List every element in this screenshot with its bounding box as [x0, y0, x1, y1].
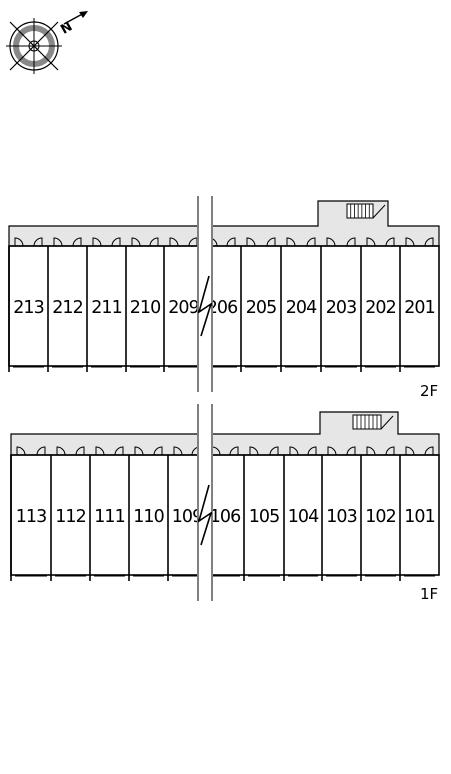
- unit-number: 113: [16, 507, 46, 527]
- door-icon: [14, 237, 43, 247]
- unit-number: 202: [365, 298, 395, 318]
- break-line-icon: [197, 404, 213, 601]
- unit-number: 106: [210, 507, 241, 527]
- door-icon: [366, 237, 395, 247]
- unit-number: 103: [326, 507, 356, 527]
- unit-number: 201: [404, 298, 434, 318]
- door-icon: [249, 446, 279, 456]
- door-icon: [246, 237, 276, 247]
- unit-number: 111: [94, 507, 124, 527]
- door-icon: [16, 446, 46, 456]
- door-icon: [92, 237, 121, 247]
- unit-number: 205: [246, 298, 276, 318]
- door-icon: [134, 446, 163, 456]
- unit-number: 101: [404, 507, 434, 527]
- door-icon: [366, 446, 395, 456]
- break-line-icon: [197, 196, 213, 392]
- floor-label: 1F: [420, 585, 438, 603]
- stair-icon: [352, 414, 394, 430]
- door-icon: [326, 237, 356, 247]
- stair-icon: [346, 203, 386, 219]
- door-icon: [56, 446, 85, 456]
- unit-number: 210: [130, 298, 160, 318]
- unit-number: 104: [288, 507, 319, 527]
- door-icon: [405, 237, 434, 247]
- floor-1f: 113 112 111 110 109 106 105 104 103 102 101 1F: [10, 404, 440, 603]
- unit-number: 204: [286, 298, 317, 318]
- door-icon: [286, 237, 316, 247]
- unit-number: 109: [172, 507, 202, 527]
- corridor: [8, 200, 440, 247]
- door-icon: [53, 237, 82, 247]
- unit-number: 209: [168, 298, 198, 318]
- door-icon: [169, 237, 198, 247]
- door-icon: [131, 237, 159, 247]
- compass-north-label: N: [58, 19, 75, 37]
- door-icon: [327, 446, 356, 456]
- unit-number: 110: [133, 507, 163, 527]
- unit-number: 105: [249, 507, 279, 527]
- floor-label: 2F: [420, 382, 438, 400]
- door-icon: [289, 446, 317, 456]
- unit-number: 212: [52, 298, 82, 318]
- unit-number: 213: [13, 298, 43, 318]
- unit-number: 102: [365, 507, 395, 527]
- floor-2f: 213 212 211 210 209 206 205 204 203 202 201 2F: [8, 196, 440, 400]
- door-icon: [405, 446, 434, 456]
- unit-number: 203: [326, 298, 356, 318]
- unit-number: 112: [55, 507, 85, 527]
- compass-rose-icon: N: [6, 11, 88, 74]
- unit-number: 211: [91, 298, 121, 318]
- door-icon: [95, 446, 124, 456]
- unit-number: 206: [207, 298, 238, 318]
